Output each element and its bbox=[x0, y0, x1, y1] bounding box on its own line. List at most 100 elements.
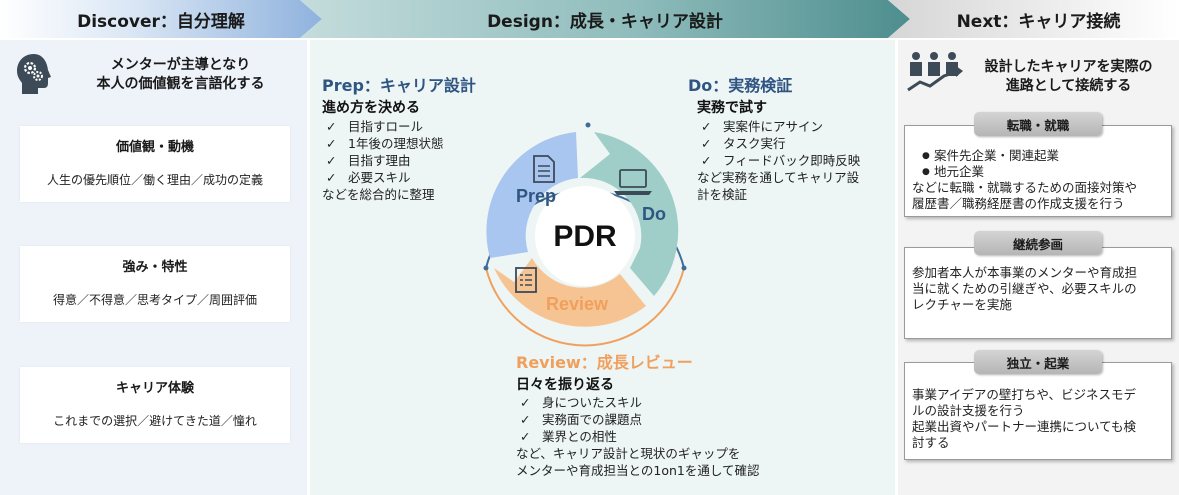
check-icon: ✓ bbox=[326, 170, 337, 185]
pdr-cycle-diagram: PDR Prep Do Review bbox=[483, 122, 687, 347]
do-check-item: ✓ タスク実行 bbox=[697, 135, 897, 152]
cycle-outer-ring-bottom bbox=[485, 267, 685, 347]
bullet-icon: ● bbox=[922, 151, 930, 161]
review-check-item: ✓実務面での課題点 bbox=[516, 411, 816, 428]
do-footer-line1: など実務を通してキャリア設 bbox=[697, 170, 860, 185]
header-discover-label: Discover：自分理解 bbox=[77, 11, 245, 32]
cycle-segment-do bbox=[580, 132, 679, 296]
strengths-card-desc: 得意／不得意／思考タイプ／周囲評価 bbox=[52, 293, 257, 307]
review-check-text: 業界との相性 bbox=[542, 429, 617, 444]
header-design: Design：成長・キャリア設計 bbox=[300, 0, 910, 38]
discover-heading-line2: 本人の価値観を言語化する bbox=[96, 76, 265, 92]
do-check-text: 実案件にアサイン bbox=[723, 119, 824, 134]
header-design-label: Design：成長・キャリア設計 bbox=[487, 11, 723, 32]
job-change-bullet: ● 案件先企業・関連起業 bbox=[912, 148, 1170, 164]
values-card-desc: 人生の優先順位／働く理由／成功の定義 bbox=[46, 173, 263, 187]
job-change-label: 転職・就職 bbox=[974, 112, 1102, 136]
do-body: ✓ 実案件にアサイン ✓ タスク実行 ✓ フィードバック即時反映 など実務を通してキャ… bbox=[697, 118, 897, 203]
next-heading-line1: 設計したキャリアを実際の bbox=[984, 59, 1153, 75]
laptop-icon bbox=[614, 169, 652, 195]
check-icon: ✓ bbox=[326, 119, 337, 134]
career-experience-card: キャリア体験 これまでの選択／避けてきた道／憧れ bbox=[20, 367, 290, 443]
do-footer-line2: 計を検証 bbox=[697, 187, 748, 202]
prep-check-item: ✓ 目指すロール bbox=[322, 118, 492, 135]
document-icon bbox=[533, 155, 555, 183]
discover-heading: メンターが主導となり 本人の価値観を言語化する bbox=[58, 56, 303, 94]
review-body: ✓ 身についたスキル ✓実務面での課題点 ✓ 業界との相性 など、キャリア設計と現状… bbox=[516, 394, 816, 479]
cycle-do-label: Do bbox=[642, 204, 666, 224]
prep-check-text: 1年後の理想状態 bbox=[348, 136, 444, 151]
check-icon: ✓ bbox=[520, 429, 531, 444]
header-discover: Discover：自分理解 bbox=[0, 0, 322, 38]
review-check-item: ✓ 身についたスキル bbox=[516, 394, 816, 411]
head-gears-icon bbox=[17, 54, 51, 94]
job-change-text-line1: などに転職・就職するための面接対策や bbox=[912, 180, 1138, 195]
prep-body: ✓ 目指すロール ✓ 1年後の理想状態 ✓ 目指す理由 ✓ 必要スキル などを総合的に整… bbox=[322, 118, 492, 203]
check-icon: ✓ bbox=[701, 153, 712, 168]
check-icon: ✓ bbox=[701, 119, 712, 134]
cycle-ring-dot bbox=[585, 122, 591, 128]
cycle-review-label: Review bbox=[546, 294, 609, 314]
continued-participation-label: 継続参画 bbox=[974, 231, 1102, 255]
people-growth-icon bbox=[907, 52, 963, 92]
prep-check-item: ✓ 必要スキル bbox=[322, 169, 492, 186]
cycle-center bbox=[535, 186, 635, 286]
career-experience-card-desc: これまでの選択／避けてきた道／憧れ bbox=[53, 414, 257, 428]
job-change-text: ● 案件先企業・関連起業 ● 地元企業 などに転職・就職するための面接対策や 履歴書… bbox=[912, 148, 1170, 212]
discover-heading-line1: メンターが主導となり bbox=[110, 57, 251, 73]
prep-check-item: ✓ 1年後の理想状態 bbox=[322, 135, 492, 152]
prep-check-text: 目指すロール bbox=[348, 119, 424, 134]
independence-text-line1: 事業アイデアの壁打ちや、ビジネスモデ bbox=[912, 387, 1137, 402]
cycle-ring-dot bbox=[681, 265, 687, 271]
job-change-text-line2: 履歴書／職務経歴書の作成支援を行う bbox=[912, 196, 1125, 211]
values-card-title: 価値観・動機 bbox=[115, 140, 194, 155]
review-footer-line1: など、キャリア設計と現状のギャップを bbox=[516, 446, 741, 461]
prep-check-text: 必要スキル bbox=[348, 170, 411, 185]
independence-text-line4: 討する bbox=[912, 435, 950, 450]
check-icon: ✓ bbox=[701, 136, 712, 151]
prep-footer: などを総合的に整理 bbox=[322, 187, 435, 202]
job-change-bullet-text: 地元企業 bbox=[934, 164, 985, 179]
review-footer-line2: メンターや育成担当との1on1を通して確認 bbox=[516, 463, 760, 478]
cycle-prep-label: Prep bbox=[516, 186, 556, 206]
independence-box bbox=[904, 362, 1172, 460]
header-next: Next：キャリア接続 bbox=[888, 0, 1179, 38]
next-heading-line2: 進路として接続する bbox=[1005, 78, 1132, 94]
do-check-text: タスク実行 bbox=[723, 136, 786, 151]
review-title: Review：成長レビュー bbox=[516, 353, 693, 372]
next-heading: 設計したキャリアを実際の 進路として接続する bbox=[966, 58, 1171, 96]
do-subtitle: 実務で試す bbox=[697, 100, 767, 116]
checklist-icon bbox=[515, 267, 537, 293]
strengths-card: 強み・特性 得意／不得意／思考タイプ／周囲評価 bbox=[20, 246, 290, 322]
do-title: Do：実務検証 bbox=[688, 76, 793, 95]
prep-subtitle: 進め方を決める bbox=[322, 100, 420, 116]
continued-participation-text-line1: 参加者本人が本事業のメンターや育成担 bbox=[912, 265, 1138, 280]
bullet-icon: ● bbox=[922, 167, 930, 177]
review-check-text: 身についたスキル bbox=[542, 395, 643, 410]
prep-title: Prep：キャリア設計 bbox=[322, 76, 476, 95]
independence-text: 事業アイデアの壁打ちや、ビジネスモデ ルの設計支援を行う 起業出資やパートナー連… bbox=[912, 387, 1170, 451]
review-check-item: ✓ 業界との相性 bbox=[516, 428, 816, 445]
independence-label: 独立・起業 bbox=[974, 350, 1102, 374]
continued-participation-text-line2: 当に就くための引継ぎや、必要スキルの bbox=[912, 281, 1137, 296]
review-check-text: 実務面での課題点 bbox=[542, 412, 643, 427]
header-next-label: Next：キャリア接続 bbox=[956, 11, 1121, 32]
strengths-card-title: 強み・特性 bbox=[122, 260, 188, 275]
check-icon: ✓ bbox=[520, 395, 531, 410]
prep-check-text: 目指す理由 bbox=[348, 153, 411, 168]
cycle-segment-prep bbox=[486, 132, 578, 258]
check-icon: ✓ bbox=[326, 136, 337, 151]
values-card: 価値観・動機 人生の優先順位／働く理由／成功の定義 bbox=[20, 126, 290, 202]
prep-check-item: ✓ 目指す理由 bbox=[322, 152, 492, 169]
career-experience-card-title: キャリア体験 bbox=[115, 381, 194, 396]
independence-text-line3: 起業出資やパートナー連携についても検 bbox=[912, 419, 1137, 434]
continued-participation-text: 参加者本人が本事業のメンターや育成担 当に就くための引継ぎや、必要スキルの レク… bbox=[912, 265, 1170, 313]
do-check-item: ✓ 実案件にアサイン bbox=[697, 118, 897, 135]
check-icon: ✓ bbox=[326, 153, 337, 168]
do-check-text: フィードバック即時反映 bbox=[723, 153, 861, 168]
job-change-bullet: ● 地元企業 bbox=[912, 164, 1170, 180]
continued-participation-text-line3: レクチャーを実施 bbox=[912, 297, 1012, 312]
cycle-center-label: PDR bbox=[553, 220, 617, 253]
job-change-bullet-text: 案件先企業・関連起業 bbox=[934, 148, 1060, 163]
independence-text-line2: ルの設計支援を行う bbox=[912, 403, 1025, 418]
